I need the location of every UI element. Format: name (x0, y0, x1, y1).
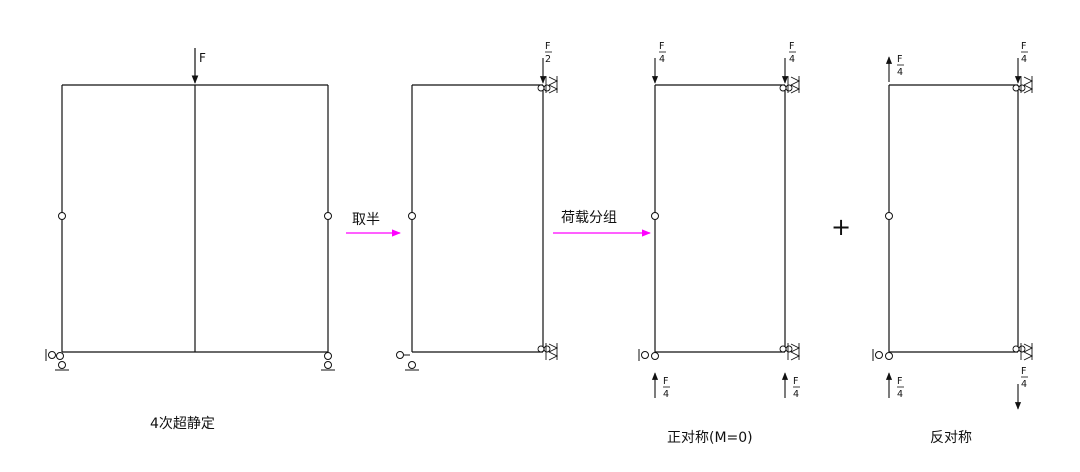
svg-text:F: F (545, 41, 550, 52)
support-roller-bottom-right (321, 352, 335, 371)
support-slide-bottom-right-3 (779, 343, 801, 361)
support-roller-bottom-left-2 (396, 351, 419, 371)
svg-text:4: 4 (1021, 54, 1027, 65)
support-slide-top-right-3 (779, 76, 801, 94)
caption-indeterminate: 4次超静定 (150, 416, 215, 432)
svg-text:2: 2 (545, 54, 551, 65)
fraction-F-over-2: F 2 (545, 41, 552, 65)
hinge-half (408, 212, 416, 220)
svg-text:4: 4 (789, 54, 795, 65)
arrow-load-grouping-label: 荷载分组 (561, 210, 617, 226)
svg-text:F: F (789, 41, 794, 52)
arrow-take-half-label: 取半 (352, 212, 380, 228)
support-roller-bottom-left (45, 349, 69, 371)
frame-half (411, 84, 544, 353)
frame-antisymmetric (888, 84, 1019, 353)
caption-antisymmetric: 反对称 (930, 430, 972, 446)
svg-text:F: F (1021, 41, 1026, 52)
support-roller-bottom-left-4 (872, 349, 893, 361)
hinge-right (324, 212, 332, 220)
fraction-F-over-4-anti-top-left: F 4 (897, 54, 904, 78)
fraction-F-over-4-anti-bottom-left: F 4 (897, 376, 904, 400)
frame-symmetric (654, 84, 786, 353)
fraction-F-over-4-anti-top-right: F 4 (1021, 41, 1028, 65)
svg-text:F: F (659, 41, 664, 52)
svg-text:F: F (897, 376, 902, 387)
svg-text:4: 4 (793, 389, 799, 400)
hinge-left (58, 212, 66, 220)
svg-text:F: F (1021, 366, 1026, 377)
svg-text:4: 4 (663, 389, 669, 400)
svg-text:4: 4 (1021, 379, 1027, 390)
svg-text:4: 4 (897, 67, 903, 78)
svg-text:F: F (897, 54, 902, 65)
support-slide-top-right-4 (1012, 76, 1034, 94)
plus-sign: + (831, 213, 851, 241)
svg-text:4: 4 (897, 389, 903, 400)
svg-text:F: F (793, 376, 798, 387)
caption-symmetric: 正对称(M=0) (667, 430, 753, 446)
fraction-F-over-4-sym-top-left: F 4 (659, 41, 666, 65)
support-slide-bottom-right-2 (537, 343, 559, 361)
fraction-F-over-4-sym-top-right: F 4 (789, 41, 796, 65)
fraction-F-over-4-sym-bottom-right: F 4 (793, 376, 800, 400)
support-slide-top-right-2 (537, 76, 559, 94)
hinge-symmetric (651, 212, 659, 220)
svg-text:F: F (663, 376, 668, 387)
fraction-F-over-4-sym-bottom-left: F 4 (663, 376, 670, 400)
support-roller-bottom-left-3 (638, 349, 659, 361)
support-slide-bottom-right-4 (1012, 343, 1034, 361)
frame-full (61, 84, 329, 353)
load-label-F: F (199, 51, 206, 65)
fraction-F-over-4-anti-bottom-right: F 4 (1021, 366, 1028, 390)
hinge-antisymmetric (885, 212, 893, 220)
svg-text:4: 4 (659, 54, 665, 65)
